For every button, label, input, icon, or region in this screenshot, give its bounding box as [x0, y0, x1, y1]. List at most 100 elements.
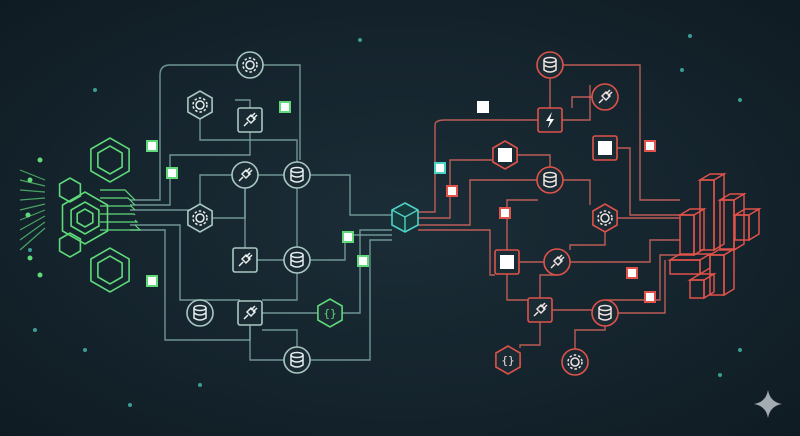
plug-node — [543, 248, 571, 276]
red-3d-blocks-icon — [667, 172, 762, 300]
connector-line — [418, 119, 538, 213]
database-node — [283, 346, 311, 374]
connector-line — [262, 329, 298, 348]
hexagon-outline — [97, 145, 123, 175]
circuit-line — [19, 189, 46, 193]
cube-icon — [391, 209, 419, 232]
ambient-dot — [83, 348, 87, 352]
ambient-dot — [33, 328, 37, 332]
ambient-dot — [688, 34, 692, 38]
database-node — [536, 166, 564, 194]
ambient-dot — [93, 88, 97, 92]
square-node — [492, 140, 518, 170]
node-circle — [543, 248, 571, 276]
node-circle — [561, 348, 589, 376]
circuit-line — [100, 205, 136, 211]
block-outline — [699, 179, 715, 251]
data-packet — [342, 231, 354, 243]
code-braces-node: {} — [495, 345, 521, 375]
ambient-dot — [718, 373, 722, 377]
lightning-icon — [546, 112, 554, 128]
data-packet — [499, 207, 511, 219]
node-circle — [231, 161, 259, 189]
database-stack-node — [591, 299, 619, 327]
circuit-node — [27, 255, 33, 261]
data-packet — [434, 162, 446, 174]
gears-node — [187, 90, 213, 120]
sparkle-icon — [754, 390, 782, 418]
node-circle — [591, 299, 619, 327]
data-packet — [357, 255, 369, 267]
circuit-line — [100, 197, 136, 206]
circuit-line — [19, 215, 46, 231]
node-hexagon — [187, 203, 213, 233]
block-outline — [732, 207, 762, 242]
circuit-line — [19, 203, 46, 211]
database-icon — [290, 170, 304, 183]
circuit-line — [19, 169, 46, 181]
circuit-line — [19, 209, 46, 221]
connector-line — [212, 187, 246, 219]
ambient-dot — [738, 98, 742, 102]
circuit-node — [37, 157, 43, 163]
gear-icon — [242, 57, 258, 73]
ambient-dot — [28, 248, 32, 252]
block-outline — [667, 252, 713, 276]
hexagon-outline — [70, 201, 100, 235]
connector-line — [574, 325, 606, 350]
gear-icon — [192, 97, 208, 113]
plug-icon — [238, 252, 253, 267]
node-hexagon — [592, 203, 618, 233]
plug-icon — [550, 254, 565, 269]
gear-node — [561, 348, 589, 376]
circuit-node — [27, 177, 33, 183]
connector-line — [418, 179, 538, 226]
square-node — [592, 135, 618, 161]
connector-line — [199, 118, 298, 162]
lightning-node — [537, 107, 563, 133]
data-packet — [146, 140, 158, 152]
gear-icon — [567, 354, 583, 370]
data-packet — [446, 185, 458, 197]
node-hexagon — [187, 90, 213, 120]
node-square — [527, 297, 553, 323]
connector-line — [262, 64, 301, 160]
connector-line — [262, 273, 298, 301]
block-outline — [734, 214, 750, 241]
data-packet — [477, 101, 489, 113]
database-icon — [193, 308, 207, 321]
database-node — [283, 246, 311, 274]
gear-icon — [195, 100, 205, 110]
node-circle — [283, 246, 311, 274]
plug-node — [232, 247, 258, 273]
data-packet — [279, 101, 291, 113]
block-outline — [709, 254, 725, 296]
hexagon-outline — [58, 177, 82, 203]
connector-line — [569, 239, 680, 263]
gear-icon — [195, 213, 205, 223]
connector-line — [342, 229, 392, 314]
connector-line — [309, 174, 392, 216]
plug-node — [591, 83, 619, 111]
plug-icon — [533, 302, 548, 317]
node-square — [232, 247, 258, 273]
connector-line — [562, 85, 591, 121]
node-hexagon — [495, 345, 521, 375]
gear-icon — [245, 60, 255, 70]
node-circle — [591, 83, 619, 111]
ambient-dot — [738, 348, 742, 352]
node-circle — [186, 299, 214, 327]
node-square — [237, 107, 263, 133]
plug-icon — [598, 89, 613, 104]
hexagon-outline — [97, 255, 123, 285]
connector-line — [562, 64, 680, 201]
code-braces-node: {} — [317, 298, 343, 328]
plug-icon — [243, 305, 258, 320]
data-packet — [626, 267, 638, 279]
database-icon — [543, 60, 557, 73]
connector-line — [569, 231, 606, 250]
connector-line — [249, 326, 285, 361]
gear-icon — [597, 210, 613, 226]
